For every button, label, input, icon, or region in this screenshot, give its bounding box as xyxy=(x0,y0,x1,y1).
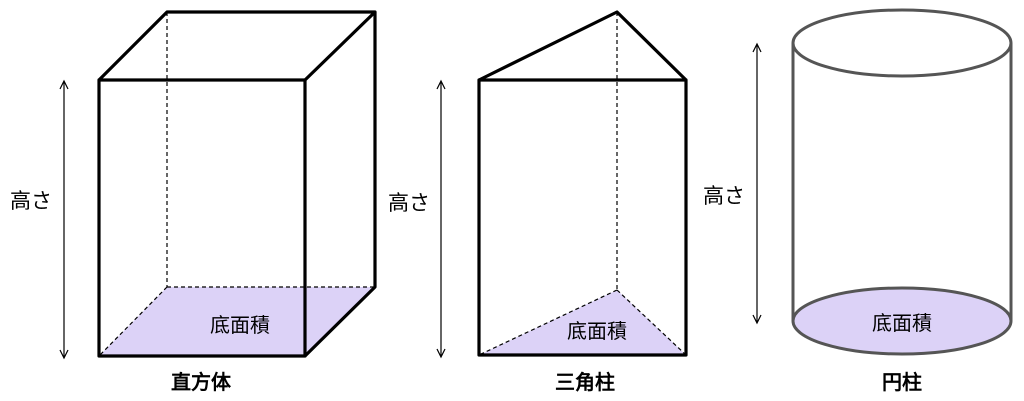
cylinder-figure: 高さ 底面積 円柱 xyxy=(703,8,1013,394)
prism-top-face xyxy=(478,10,688,82)
prism-title: 三角柱 xyxy=(555,370,615,394)
cylinder-height-label: 高さ xyxy=(703,184,745,208)
cuboid-right-face xyxy=(303,12,377,358)
cylinder-title: 円柱 xyxy=(882,370,922,394)
prism-base-label: 底面積 xyxy=(567,319,627,343)
cuboid-height-arrow xyxy=(59,79,69,360)
cuboid-base-label: 底面積 xyxy=(210,313,270,337)
cylinder-base-label: 底面積 xyxy=(872,311,932,335)
prism-hidden-right-edge xyxy=(616,289,687,356)
cuboid-height-label: 高さ xyxy=(10,189,52,213)
prism-hidden-left-edge xyxy=(478,289,618,356)
cuboid-front-face xyxy=(97,78,307,358)
cylinder-top-ellipse xyxy=(791,8,1013,78)
triangular-prism-figure: 高さ 底面積 三角柱 xyxy=(388,10,688,394)
cuboid-top-face xyxy=(97,10,377,82)
cuboid-figure: 高さ 底面積 直方体 xyxy=(10,10,377,394)
cylinder-base-face xyxy=(793,288,1011,354)
prism-front-face xyxy=(477,78,688,357)
cylinder-height-arrow xyxy=(752,42,762,325)
cuboid-hidden-left-edge xyxy=(98,286,168,357)
prism-height-label: 高さ xyxy=(388,191,430,215)
cuboid-title: 直方体 xyxy=(171,370,232,394)
prism-height-arrow xyxy=(436,79,446,359)
